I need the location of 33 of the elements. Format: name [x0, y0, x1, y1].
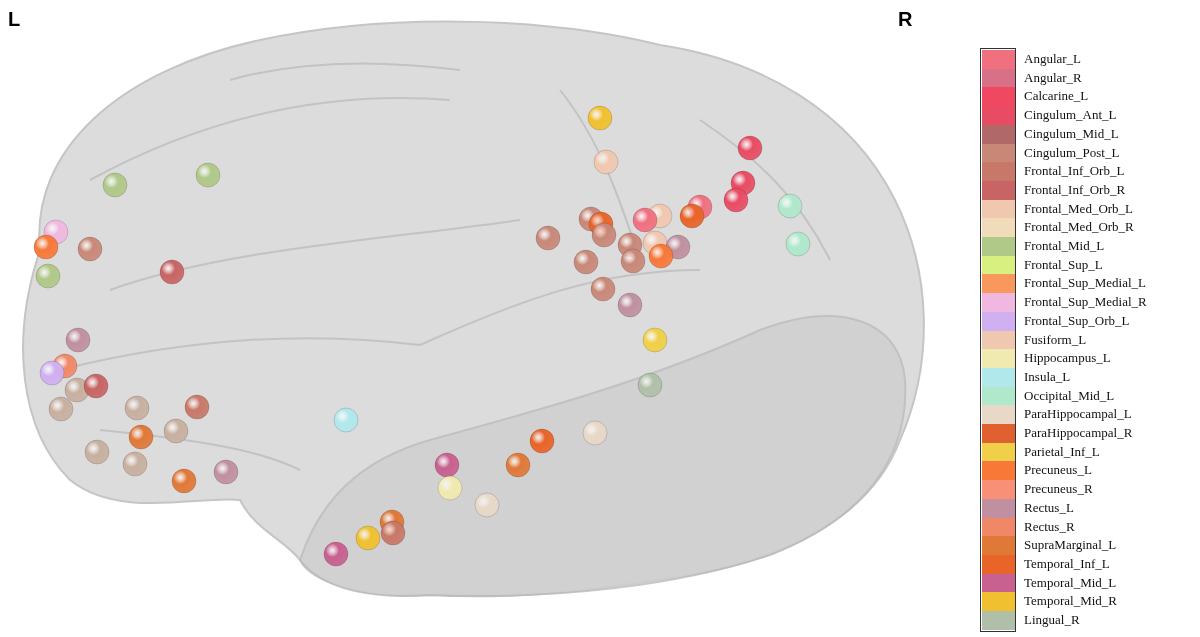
- legend-label: Frontal_Sup_Medial_L: [1024, 275, 1147, 292]
- legend-label: Precuneus_L: [1024, 462, 1092, 479]
- legend-label: Rectus_L: [1024, 499, 1074, 516]
- legend-label: Frontal_Inf_Orb_R: [1024, 181, 1126, 198]
- legend-label: Occipital_Mid_L: [1024, 387, 1115, 404]
- legend-label: Frontal_Mid_L: [1024, 238, 1105, 254]
- legend-label: Parietal_Inf_L: [1024, 443, 1100, 460]
- legend-label: Cingulum_Post_L: [1024, 144, 1120, 161]
- legend-label: Frontal_Sup_Orb_L: [1024, 312, 1130, 329]
- legend-label: Rectus_R: [1024, 518, 1075, 535]
- legend-label: Temporal_Mid_L: [1024, 574, 1117, 591]
- legend-label: Angular_R: [1024, 69, 1082, 86]
- legend-label: Lingual_R: [1024, 612, 1080, 628]
- legend-label: Frontal_Sup_L: [1024, 256, 1103, 273]
- legend-label: ParaHippocampal_R: [1024, 425, 1133, 441]
- legend-label: SupraMarginal_L: [1024, 537, 1117, 554]
- legend-label: Frontal_Med_Orb_R: [1024, 219, 1134, 236]
- hemisphere-label: R: [898, 8, 913, 31]
- legend-label: Temporal_Mid_R: [1024, 593, 1117, 610]
- legend-label: Precuneus_R: [1024, 481, 1093, 498]
- legend-label: Calcarine_L: [1024, 88, 1089, 105]
- legend-label: Frontal_Inf_Orb_L: [1024, 163, 1125, 180]
- legend-label: Cingulum_Mid_L: [1024, 125, 1119, 142]
- legend-label: Hippocampus_L: [1024, 350, 1111, 367]
- legend-label: Angular_L: [1024, 51, 1082, 67]
- legend-label: Frontal_Sup_Medial_R: [1024, 294, 1147, 311]
- legend-label: Insula_L: [1024, 368, 1071, 385]
- legend-label: Frontal_Med_Orb_L: [1024, 200, 1134, 217]
- legend-label: Cingulum_Ant_L: [1024, 107, 1117, 124]
- legend-label: Fusiform_L: [1024, 331, 1087, 348]
- hemisphere-label: L: [8, 8, 21, 31]
- legend-label: Temporal_Inf_L: [1024, 555, 1110, 572]
- legend-label: ParaHippocampal_L: [1024, 406, 1132, 423]
